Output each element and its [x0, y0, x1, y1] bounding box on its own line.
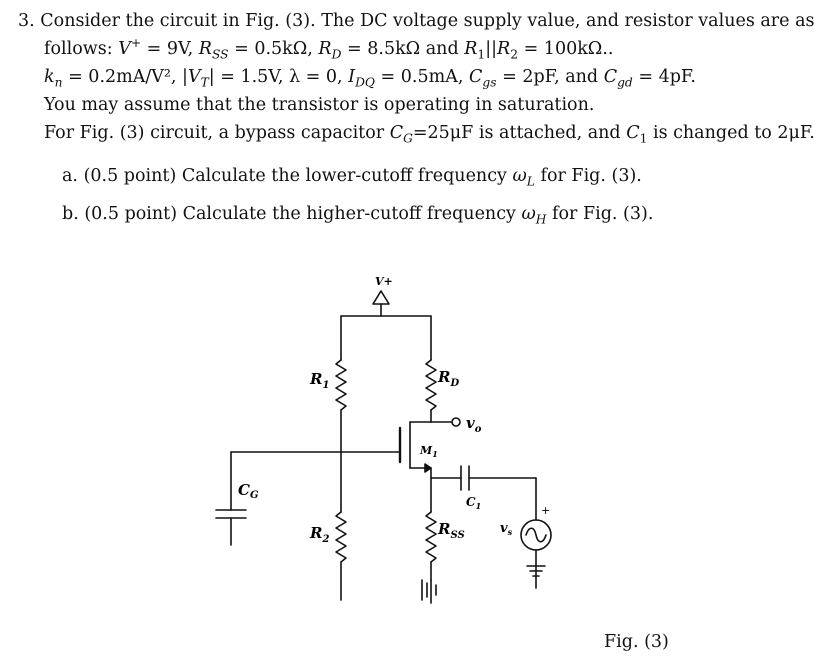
vs-ground-icon: [526, 565, 546, 589]
svg-text:M1: M1: [419, 444, 438, 459]
vplus-label: V+: [375, 275, 393, 288]
vplus-supply-icon: [372, 290, 390, 317]
c1-label: C: [466, 495, 476, 509]
rd-resistor-icon: [425, 359, 437, 411]
svg-text:CG: CG: [238, 481, 259, 501]
r2-label: R: [309, 524, 322, 542]
svg-text:RSS: RSS: [437, 520, 465, 541]
rss-ground-icon: [421, 579, 437, 604]
figure-caption: Fig. (3): [604, 632, 669, 652]
m1-label: M: [419, 444, 433, 457]
part-b: b. (0.5 point) Calculate the higher-cuto…: [62, 204, 654, 227]
svg-text:RD: RD: [437, 368, 459, 389]
question-intro: Consider the circuit in Fig. (3). The DC…: [40, 11, 815, 31]
question-line-4: You may assume that the transistor is op…: [44, 95, 595, 115]
vo-terminal-icon: [451, 417, 461, 427]
question-line-1: 3. Consider the circuit in Fig. (3). The…: [18, 10, 815, 32]
question-number: 3.: [18, 11, 35, 31]
r1-resistor-icon: [335, 359, 347, 411]
svg-text:vo: vo: [466, 414, 482, 435]
rss-resistor-icon: [425, 511, 437, 563]
vs-plus-label: +: [541, 504, 550, 517]
r1-label: R: [309, 370, 322, 388]
r2-resistor-icon: [335, 511, 347, 563]
svg-text:vs: vs: [500, 521, 513, 537]
vs-label: v: [500, 521, 508, 536]
svg-text:C1: C1: [466, 495, 481, 511]
question-line-2: follows: V+ = 9V, RSS = 0.5kΩ, RD = 8.5k…: [44, 36, 614, 62]
vo-label: v: [466, 414, 475, 432]
question-line-3: kn = 0.2mA/V², |VT| = 1.5V, λ = 0, IDQ =…: [44, 67, 696, 90]
rd-label: R: [437, 368, 450, 386]
question-line-5: For Fig. (3) circuit, a bypass capacitor…: [44, 123, 815, 146]
cg-label: C: [238, 481, 250, 499]
svg-text:R1: R1: [309, 370, 329, 391]
svg-text:R2: R2: [309, 524, 329, 545]
rss-label: R: [437, 520, 450, 538]
part-a: a. (0.5 point) Calculate the lower-cutof…: [62, 166, 642, 189]
